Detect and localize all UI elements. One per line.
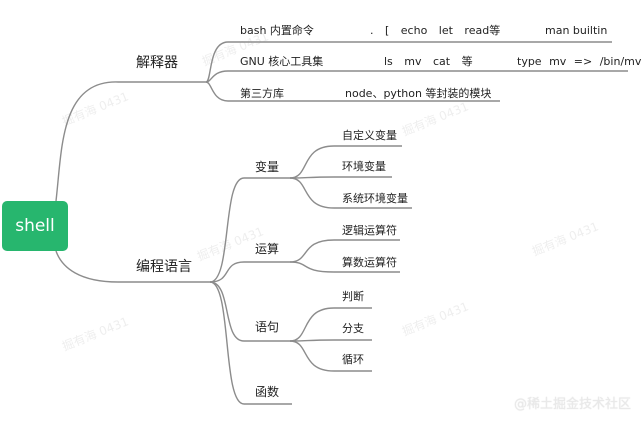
footer-credit: @稀土掘金技术社区 xyxy=(513,397,631,412)
system-env-variable-label: 系统环境变量 xyxy=(342,192,408,205)
branch-label: 分支 xyxy=(342,322,364,335)
bash-builtin-detail: . [ echo let read等 xyxy=(370,24,501,37)
statements-label: 语句 xyxy=(255,320,280,334)
variables-label: 变量 xyxy=(255,160,280,174)
branch-interpreter-title: 解释器 xyxy=(136,55,178,71)
third-party-detail: node、python 等封装的模块 xyxy=(345,87,492,100)
bash-builtin-extra: man builtin xyxy=(545,24,608,37)
loop-label: 循环 xyxy=(342,353,364,366)
root-node[interactable]: shell xyxy=(2,201,68,251)
logical-operator-label: 逻辑运算符 xyxy=(342,224,397,237)
functions-label: 函数 xyxy=(255,385,280,399)
env-variable-label: 环境变量 xyxy=(342,160,386,173)
branch-programming-title: 编程语言 xyxy=(136,259,192,275)
custom-variable-label: 自定义变量 xyxy=(342,129,397,142)
condition-label: 判断 xyxy=(342,290,364,303)
gnu-coreutils-label: GNU 核心工具集 xyxy=(240,55,324,68)
arithmetic-operator-label: 算数运算符 xyxy=(342,256,397,269)
bash-builtin-label: bash 内置命令 xyxy=(240,24,314,37)
third-party-label: 第三方库 xyxy=(240,87,284,100)
operations-label: 运算 xyxy=(255,242,280,256)
gnu-coreutils-extra: type mv => /bin/mv xyxy=(517,55,642,68)
gnu-coreutils-detail: ls mv cat 等 xyxy=(384,55,473,68)
